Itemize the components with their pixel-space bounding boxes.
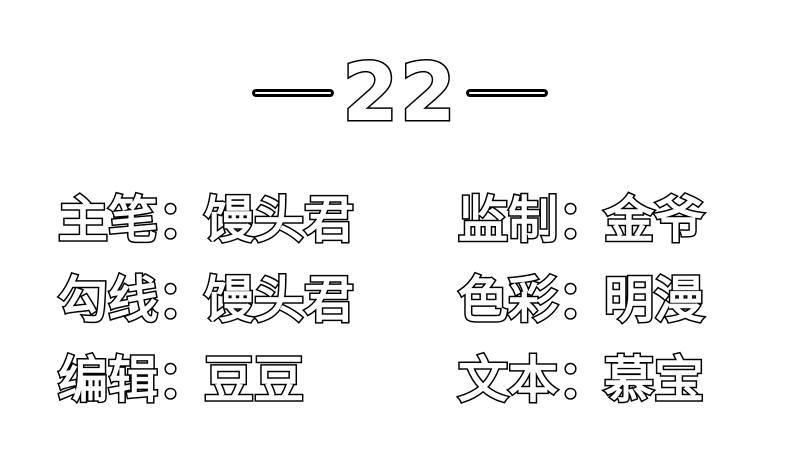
credits-row: 主笔 ： 馒头君 监制 ： 金爷 [57, 180, 758, 260]
credit-line-art: 勾线 ： 馒头君 [57, 265, 458, 335]
chapter-number: 22 [341, 46, 458, 139]
credit-separator: ： [557, 270, 610, 331]
credit-separator: ： [557, 350, 610, 411]
left-dash-decoration [252, 89, 335, 97]
credit-separator: ： [157, 350, 210, 411]
credits-list: 主笔 ： 馒头君 监制 ： 金爷 勾线 ： 馒头君 色彩 ： 明漫 编辑 ： 豆… [57, 180, 758, 420]
right-dash-decoration [465, 89, 548, 97]
credit-lead-artist: 主笔 ： 馒头君 [57, 185, 458, 255]
credit-role: 编辑 [57, 350, 160, 411]
credit-role: 主笔 [57, 190, 160, 251]
credit-name: 豆豆 [203, 350, 306, 411]
credit-separator: ： [157, 190, 210, 251]
credit-name: 慕宝 [603, 350, 706, 411]
credit-role: 勾线 [57, 270, 160, 331]
credit-separator: ： [557, 190, 610, 251]
credit-name: 馒头君 [203, 190, 356, 251]
credit-name: 金爷 [603, 190, 706, 251]
credit-role: 色彩 [457, 270, 560, 331]
credit-editor: 编辑 ： 豆豆 [57, 345, 458, 415]
chapter-header: 22 [0, 46, 800, 139]
credit-name: 馒头君 [203, 270, 356, 331]
credits-row: 编辑 ： 豆豆 文本 ： 慕宝 [57, 340, 758, 420]
credits-row: 勾线 ： 馒头君 色彩 ： 明漫 [57, 260, 758, 340]
credit-role: 监制 [457, 190, 560, 251]
credit-colorist: 色彩 ： 明漫 [457, 265, 706, 335]
credit-writer: 文本 ： 慕宝 [457, 345, 706, 415]
credit-name: 明漫 [603, 270, 706, 331]
credit-separator: ： [157, 270, 210, 331]
credit-role: 文本 [457, 350, 560, 411]
credit-producer: 监制 ： 金爷 [457, 185, 706, 255]
